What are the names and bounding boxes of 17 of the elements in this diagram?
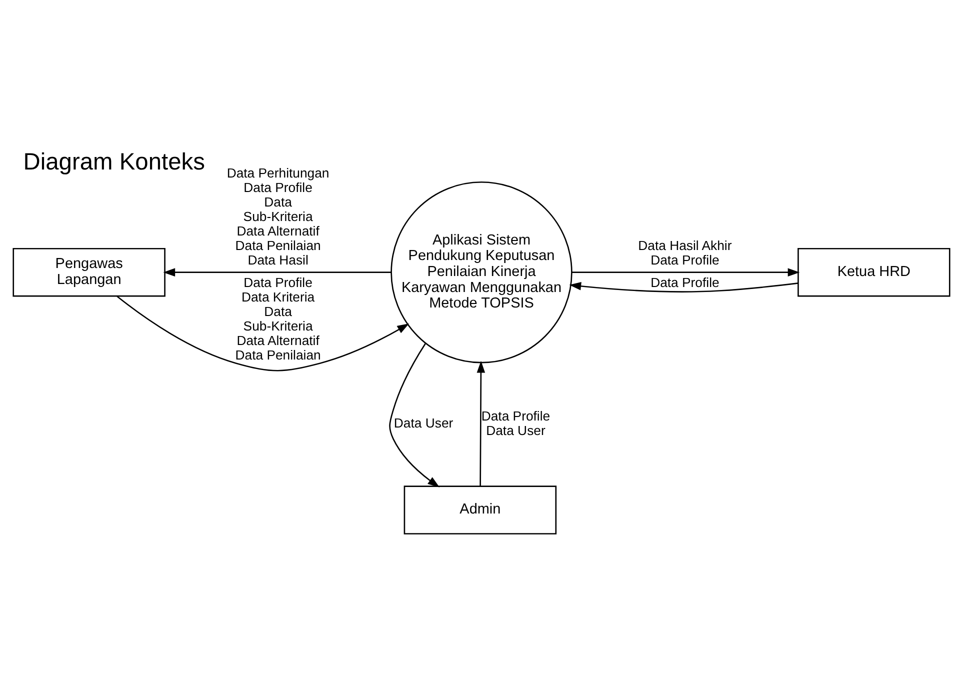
edge-label: Data Perhitungan Data Profile Data Sub-Kriteria Data Alternatif Data Penilaian Data Hasil [226,166,330,268]
arrow [572,268,800,276]
edge-label: Data Hasil Akhir Data Profile [638,238,732,268]
arrow [569,282,798,292]
edge-label: Data Profile [650,274,720,290]
node-circle: Aplikasi Sistem Pendukung Keputusan Penilaian Kinerja Karyawan Menggunakan Metode TOPSIS [390,181,572,364]
arrow [476,360,486,486]
node-box: Admin [404,486,557,534]
node-box: Ketua HRD [798,248,950,297]
edge-label: Data Profile Data User [481,408,550,438]
arrow [389,343,440,488]
node-box: Pengawas Lapangan [12,248,166,297]
diagram-title: Diagram Konteks [23,149,205,176]
arrow [116,296,410,372]
edge-label: Data Profile Data Kriteria Data Sub-Kriteria Data Alternatif Data Penilaian [235,274,321,362]
arrow [163,268,392,276]
edge-label: Data User [394,416,454,431]
